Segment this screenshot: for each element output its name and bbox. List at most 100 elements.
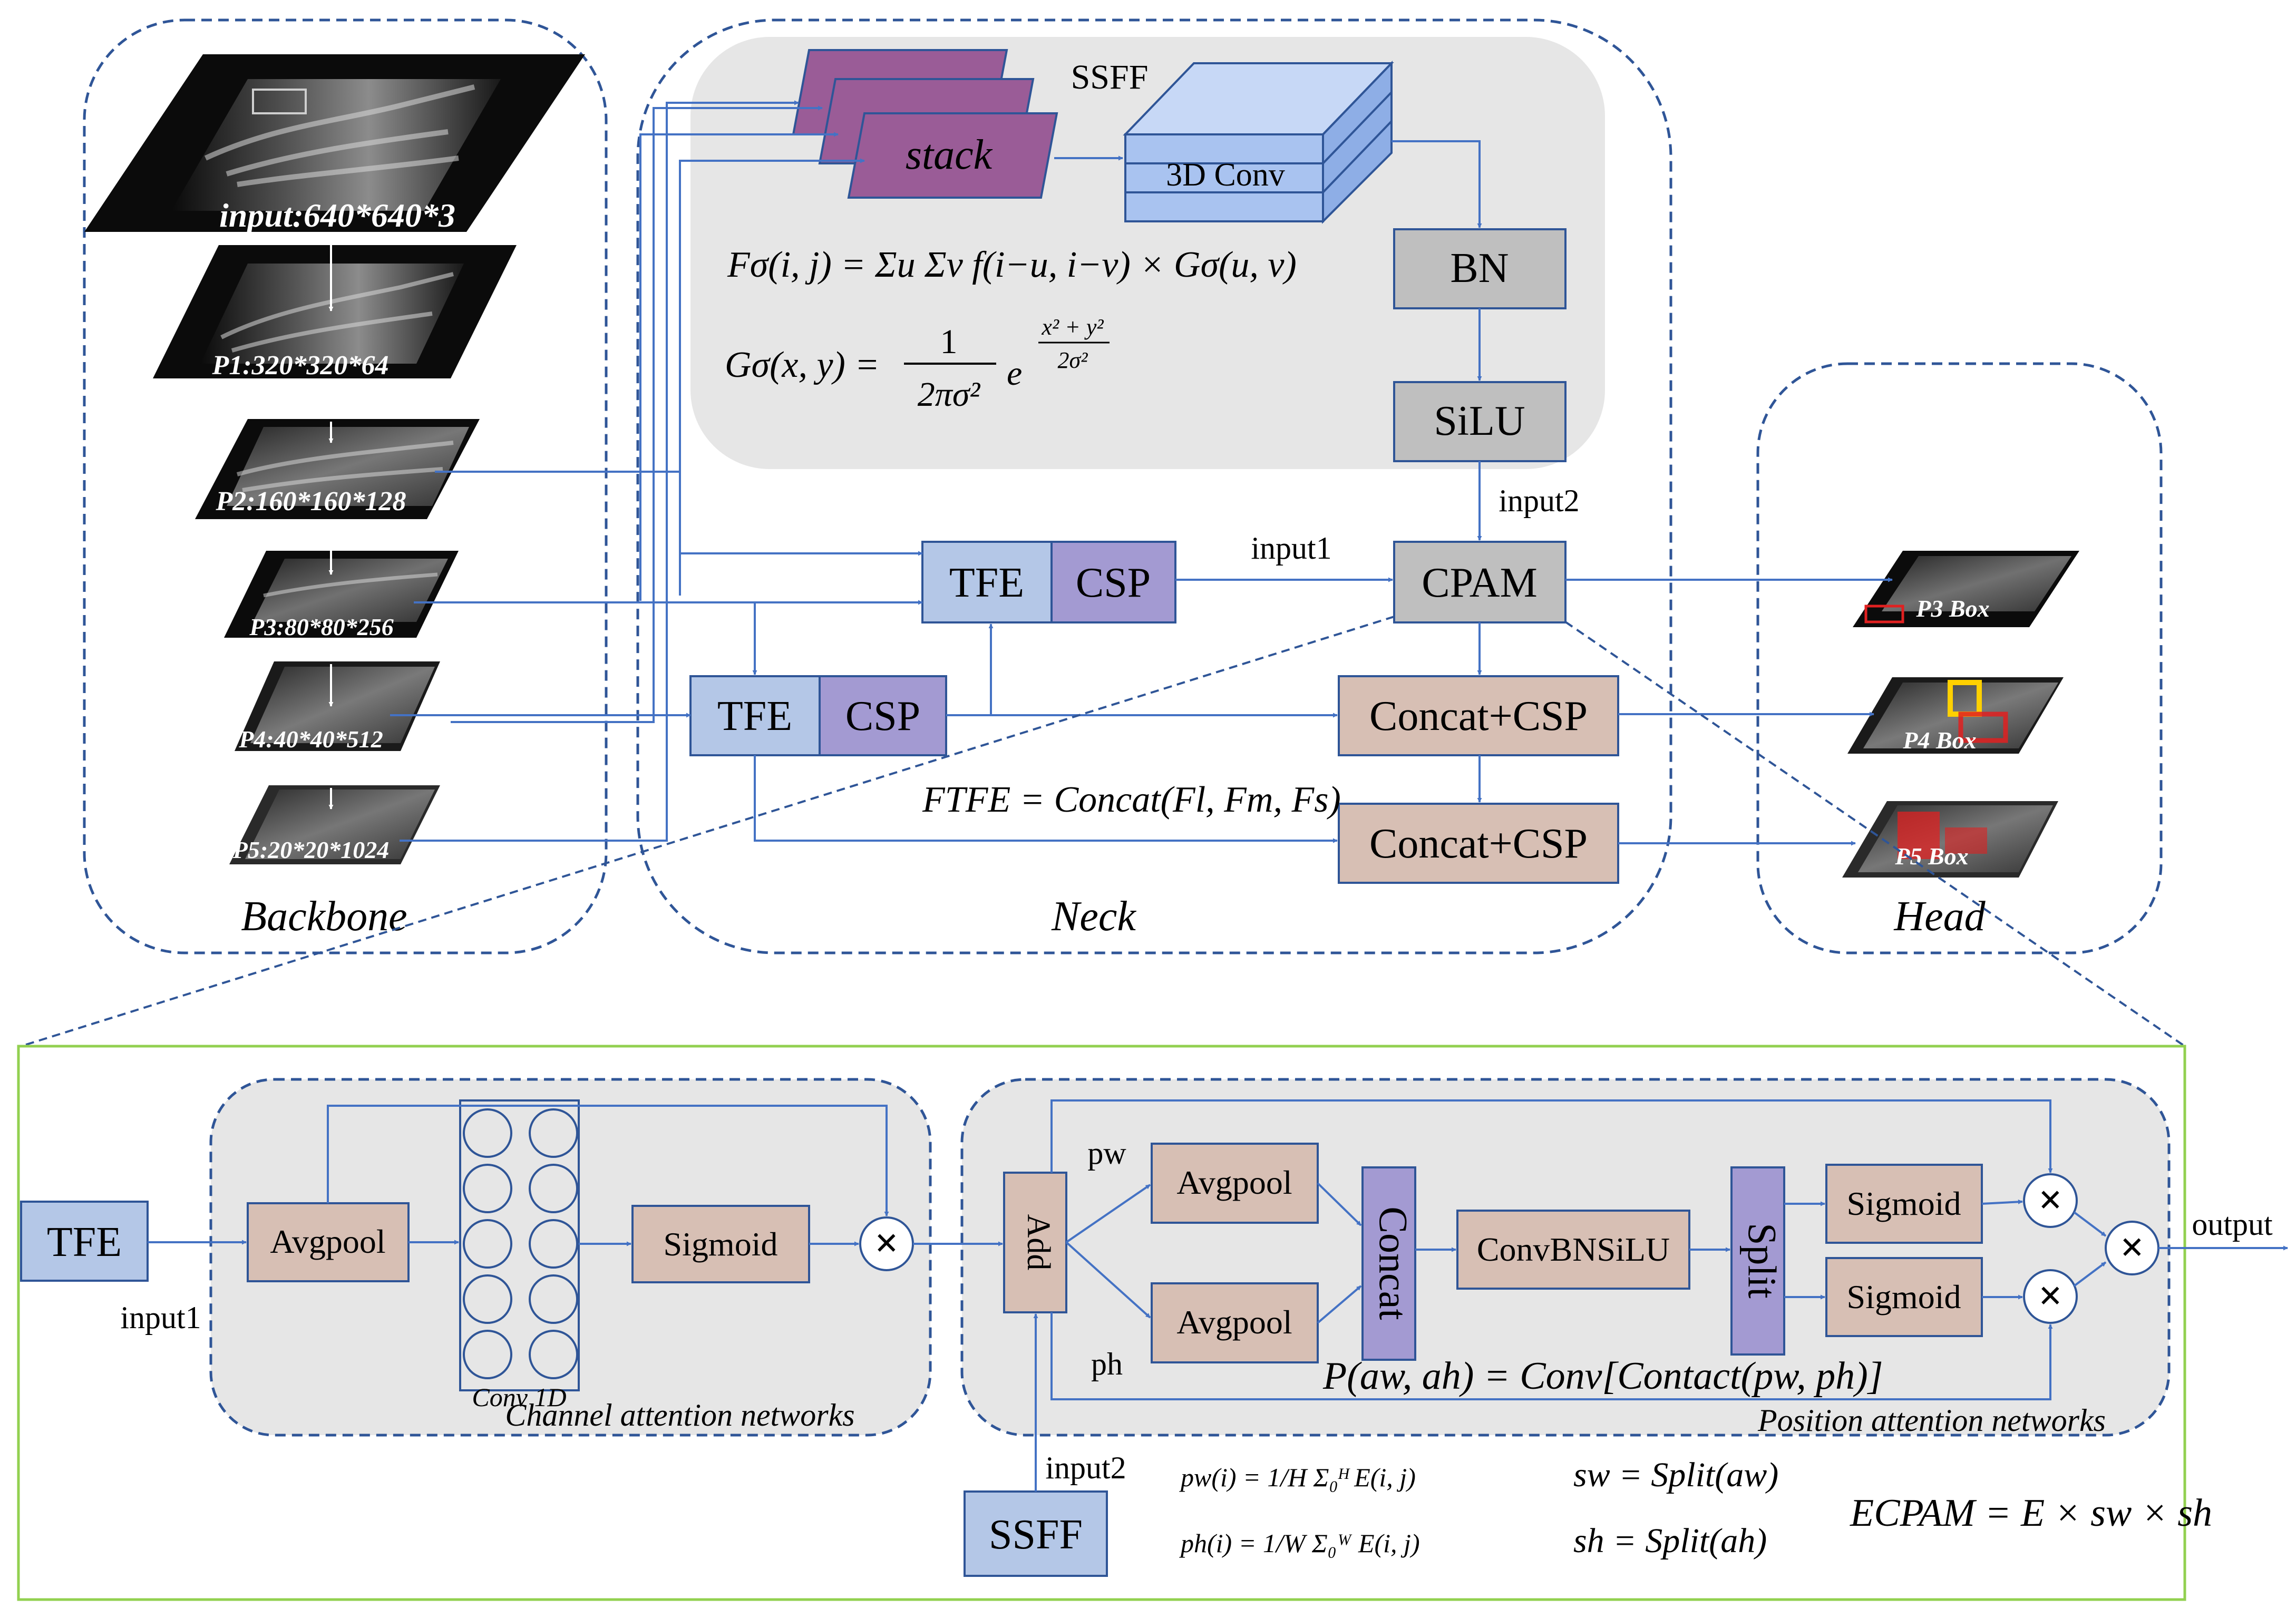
backbone-p5-image — [229, 785, 440, 864]
neck-csp-upper-box — [1050, 541, 1176, 623]
head-p3-label: P3 Box — [1915, 595, 1989, 622]
channel-avgpool-label: Avgpool — [270, 1223, 385, 1260]
add-label: Add — [1020, 1214, 1056, 1271]
position-sigmoid-upper-box — [1825, 1164, 1983, 1244]
backbone-p3-image — [224, 551, 459, 638]
head-label: Head — [1893, 893, 1986, 940]
conv3d-label: 3D Conv — [1166, 157, 1285, 193]
neck-cpam-box — [1393, 541, 1567, 623]
ssff-equation-g-power-den: 2σ² — [1058, 347, 1088, 373]
backbone-p2-label: P2:160*160*128 — [215, 486, 406, 516]
backbone-input-image — [84, 54, 585, 232]
backbone-input-label: input:640*640*3 — [219, 197, 455, 234]
backbone-label: Backbone — [241, 893, 407, 940]
cpam-ssff-box — [964, 1490, 1108, 1577]
backbone-p1-image — [153, 245, 517, 378]
position-avgpool-pw-label: Avgpool — [1176, 1164, 1292, 1201]
conv3d-block — [1123, 61, 1394, 224]
position-multiply-lower-symbol: × — [2038, 1273, 2062, 1319]
position-concat-label: Concat — [1371, 1206, 1415, 1320]
backbone-p3-label: P3:80*80*256 — [249, 613, 393, 640]
output-multiply-symbol: × — [2120, 1224, 2144, 1271]
position-equation-p: P(aw, ah) = Conv[Contact(pw, ph)] — [1322, 1354, 1883, 1398]
backbone-p1-label: P1:320*320*64 — [211, 350, 388, 381]
stack-label: stack — [906, 132, 993, 178]
neck-csp-lower-box — [819, 675, 947, 756]
backbone-p5-label: P5:20*20*1024 — [232, 836, 389, 863]
neck-concat-csp-lower-box — [1338, 803, 1619, 884]
position-split-box — [1730, 1166, 1785, 1356]
cpam-input2-label: input2 — [1045, 1450, 1126, 1485]
ph-label: ph — [1091, 1347, 1123, 1381]
head-p4-label: P4 Box — [1902, 727, 1976, 754]
neck-tfe-upper-label: TFE — [949, 560, 1024, 606]
position-multiply-upper-symbol: × — [2038, 1177, 2062, 1223]
equation-sh: sh = Split(ah) — [1573, 1522, 1767, 1560]
neck-label: Neck — [1051, 893, 1136, 940]
stack-layers — [792, 49, 1058, 199]
head-p3-box-image — [1853, 551, 2079, 627]
position-avgpool-pw-box — [1151, 1143, 1319, 1224]
position-sigmoid-upper-label: Sigmoid — [1847, 1185, 1961, 1222]
neck-input1-label: input1 — [1251, 531, 1331, 566]
neck-tfe-upper-box — [921, 541, 1053, 623]
ssff-equation-g-power-num: x² + y² — [1041, 314, 1104, 340]
equation-ph: ph(i) = 1/W Σ₀ᵂ E(i, j) — [1179, 1528, 1420, 1558]
bn-label: BN — [1450, 245, 1509, 291]
ssff-equation-g-den: 2πσ² — [918, 375, 981, 414]
neck-concat-csp-lower-label: Concat+CSP — [1369, 821, 1588, 867]
neck-input2-label: input2 — [1499, 483, 1579, 518]
ssff-equation-g-left: Gσ(x, y) = — [725, 345, 880, 385]
silu-box — [1393, 381, 1567, 462]
top-connection-lines — [390, 100, 1893, 846]
channel-multiply-symbol: × — [874, 1220, 899, 1266]
ssff-equation-f: Fσ(i, j) = Σu Σv f(i−u, i−v) × Gσ(u, v) — [727, 245, 1297, 285]
backbone-p4-label: P4:40*40*512 — [238, 726, 383, 753]
channel-avgpool-box — [247, 1202, 410, 1282]
equation-pw: pw(i) = 1/H Σ₀ᴴ E(i, j) — [1179, 1463, 1416, 1492]
position-avgpool-ph-box — [1151, 1282, 1319, 1363]
ssff-equation-g-num: 1 — [940, 323, 958, 361]
position-avgpool-ph-label: Avgpool — [1176, 1303, 1292, 1341]
neck-csp-lower-label: CSP — [845, 693, 920, 739]
convbnsilu-label: ConvBNSiLU — [1477, 1231, 1670, 1268]
head-region — [1756, 362, 2163, 954]
backbone-region — [83, 18, 608, 954]
position-split-label: Split — [1740, 1223, 1784, 1299]
conv1d-block — [459, 1099, 580, 1391]
channel-attention-label: Channel attention networks — [505, 1398, 854, 1432]
channel-attention-region — [209, 1078, 932, 1437]
ssff-equation-g-exp: e — [1007, 354, 1022, 393]
neck-cpam-label: CPAM — [1422, 560, 1537, 606]
position-multiply-upper-node — [2023, 1173, 2078, 1228]
ssff-title: SSFF — [1071, 58, 1149, 96]
neck-region — [636, 18, 1672, 954]
output-label: output — [2192, 1207, 2273, 1242]
position-sigmoid-lower-box — [1825, 1257, 1983, 1337]
zoom-indicator-lines — [21, 616, 2186, 1047]
neck-concat-csp-upper-box — [1338, 675, 1619, 756]
channel-sigmoid-box — [631, 1205, 810, 1283]
position-attention-label: Position attention networks — [1757, 1403, 2106, 1438]
cpam-tfe-label: TFE — [47, 1219, 122, 1265]
channel-sigmoid-label: Sigmoid — [664, 1225, 778, 1263]
neck-concat-csp-upper-label: Concat+CSP — [1369, 693, 1588, 739]
head-p5-box-image — [1842, 801, 2058, 878]
bn-box — [1393, 228, 1567, 309]
cpam-detail-connection-lines — [148, 1099, 2288, 1492]
position-multiply-lower-node — [2023, 1269, 2078, 1324]
conv1d-label: Conv 1D — [472, 1382, 566, 1412]
position-sigmoid-lower-label: Sigmoid — [1847, 1278, 1961, 1315]
equation-ecpam: ECPAM = E × sw × sh — [1850, 1492, 2212, 1535]
pw-label: pw — [1087, 1136, 1126, 1171]
cpam-input1-label: input1 — [120, 1300, 201, 1335]
neck-tfe-lower-label: TFE — [717, 693, 792, 739]
silu-label: SiLU — [1434, 398, 1525, 444]
backbone-p4-image — [235, 661, 440, 751]
neck-csp-upper-label: CSP — [1076, 560, 1151, 606]
head-p4-box-image — [1847, 677, 2064, 754]
neck-tfe-lower-box — [689, 675, 821, 756]
cpam-ssff-label: SSFF — [989, 1512, 1083, 1558]
equation-sw: sw = Split(aw) — [1573, 1456, 1778, 1494]
